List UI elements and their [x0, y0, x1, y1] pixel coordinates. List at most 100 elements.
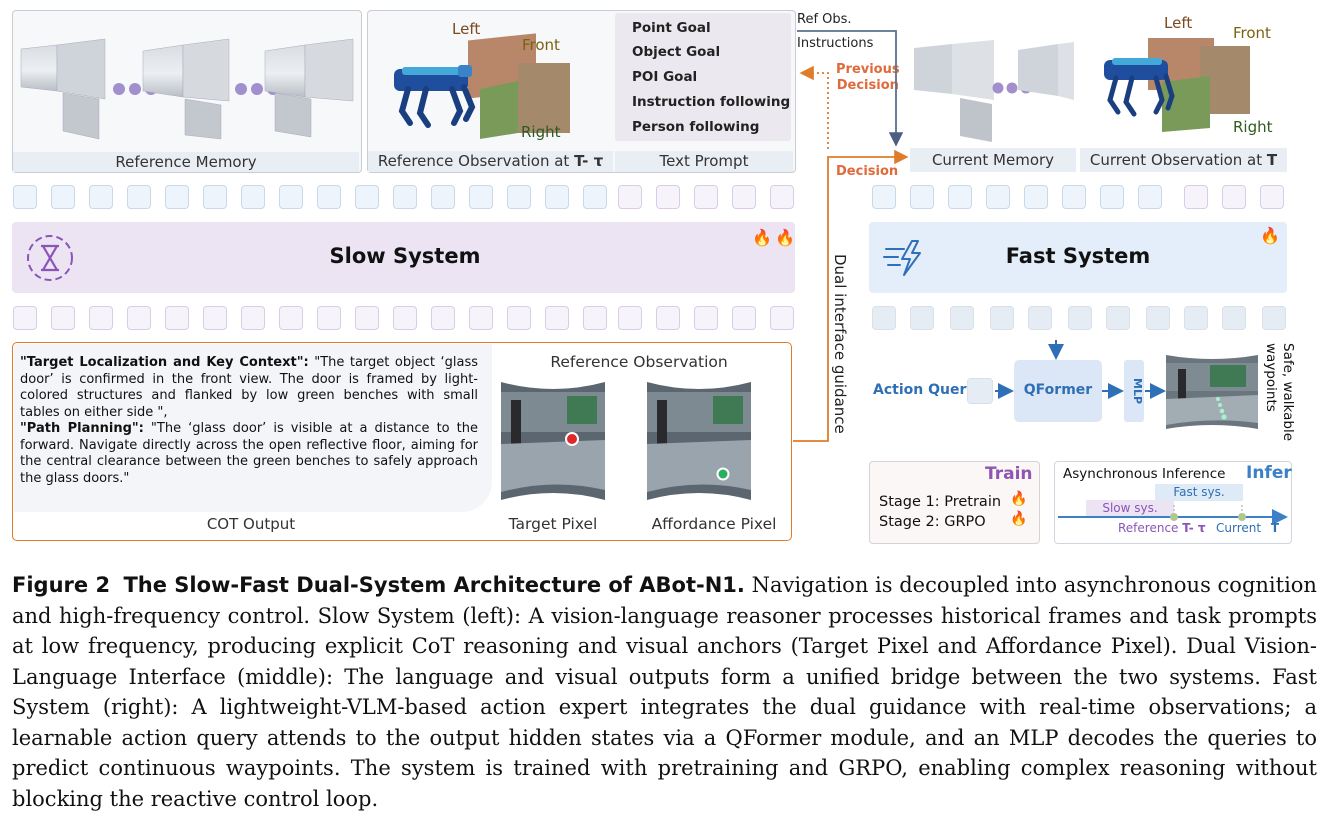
- reference-memory-frames: [20, 38, 354, 140]
- token: [694, 306, 718, 330]
- token: [507, 185, 531, 209]
- reference-memory-panel: Reference Memory: [12, 10, 362, 173]
- token: [431, 185, 455, 209]
- reference-memory-label: Reference Memory: [13, 152, 359, 172]
- cot-text: "Target Localization and Key Context": "…: [20, 355, 478, 487]
- previous-decision-label: Previous Decision: [836, 62, 900, 94]
- prompt-item-instruction-following: Instruction following: [632, 94, 791, 110]
- waypoint-marker: [1221, 414, 1227, 420]
- token: [241, 185, 265, 209]
- token: [469, 306, 493, 330]
- token: [618, 185, 642, 209]
- token: [545, 185, 569, 209]
- infer-current-text: Current: [1216, 521, 1262, 535]
- waypoints-label-line2: waypoints: [1263, 343, 1279, 412]
- token: [355, 185, 379, 209]
- text-prompt-box: [615, 13, 791, 141]
- token: [1106, 306, 1130, 330]
- token: [127, 306, 151, 330]
- flame-icon: 🔥: [775, 230, 795, 247]
- waypoint-marker: [1218, 403, 1222, 407]
- reference-observation-panel: Left Front Right Point Goal Object Goal …: [367, 10, 796, 173]
- token: [317, 185, 341, 209]
- memory-dot: [251, 83, 263, 95]
- token: [1146, 306, 1170, 330]
- token: [1222, 306, 1246, 330]
- fast-sys-label: Fast sys.: [1173, 485, 1225, 499]
- slow-sys-label: Slow sys.: [1102, 501, 1158, 515]
- figure-title: The Slow-Fast Dual-System Architecture o…: [123, 573, 745, 597]
- waypoints-image: [1166, 355, 1258, 429]
- token: [583, 185, 607, 209]
- token: [618, 306, 642, 330]
- token: [1068, 306, 1092, 330]
- right-view-frame-r: [1162, 76, 1210, 132]
- token: [279, 185, 303, 209]
- front-view-label-r: Front: [1233, 24, 1271, 42]
- token: [948, 185, 972, 209]
- token: [1062, 185, 1086, 209]
- token: [89, 306, 113, 330]
- flame-icon: 🔥: [1010, 510, 1028, 526]
- token: [1184, 185, 1208, 209]
- qformer-block: [1014, 360, 1102, 422]
- infer-reference-text: Reference: [1118, 521, 1179, 535]
- token: [165, 306, 189, 330]
- token: [1184, 306, 1208, 330]
- decision-label: Decision: [836, 164, 899, 179]
- prompt-item-point-goal: Point Goal: [632, 20, 711, 36]
- cot-heading-1: "Target Localization and Key Context":: [20, 355, 309, 370]
- token: [656, 185, 680, 209]
- left-view-label: Left: [452, 20, 481, 38]
- waypoints-label-line1: Safe, walkable: [1280, 343, 1296, 442]
- memory-dot: [235, 83, 247, 95]
- train-stage-2: Stage 2: GRPO: [879, 514, 986, 530]
- robot-dog-icon-r: [1104, 58, 1175, 117]
- fast-sys-bar: [1155, 484, 1243, 501]
- fast-system-title: Fast System: [1005, 244, 1151, 268]
- ref-obs-label: Ref Obs.: [797, 12, 852, 27]
- memory-frame-1: [20, 38, 106, 140]
- token: [393, 185, 417, 209]
- token: [950, 306, 974, 330]
- train-box: [869, 461, 1040, 544]
- cot-heading-2: "Path Planning":: [20, 421, 144, 436]
- left-view-label-r: Left: [1164, 14, 1193, 32]
- cot-output-label: COT Output: [206, 515, 296, 533]
- target-pixel-label: Target Pixel: [508, 515, 598, 533]
- lightning-icon: [883, 240, 921, 276]
- previous-decision-line2: Decision: [836, 78, 899, 93]
- token: [910, 185, 934, 209]
- token: [1028, 306, 1052, 330]
- token: [770, 306, 794, 330]
- mlp-label: MLP: [1131, 378, 1144, 405]
- reference-time-marker: [1170, 513, 1178, 521]
- token: [770, 185, 794, 209]
- front-view-frame: [518, 63, 570, 133]
- waypoint-marker: [1216, 397, 1220, 401]
- previous-decision-line1: Previous: [836, 62, 900, 77]
- token: [656, 306, 680, 330]
- token: [1262, 306, 1286, 330]
- reference-observation-text: Reference Observation at: [377, 152, 570, 170]
- prompt-item-person-following: Person following: [632, 119, 760, 135]
- token: [51, 306, 75, 330]
- current-observation-time: T: [1266, 151, 1278, 169]
- front-view-label: Front: [522, 36, 560, 54]
- token: [13, 306, 37, 330]
- memory-frame-3: [264, 38, 354, 138]
- cot-text-bubble: [14, 344, 492, 512]
- token: [1024, 185, 1048, 209]
- memory-frame-2: [142, 38, 230, 140]
- token: [1138, 185, 1162, 209]
- slow-sys-bar: [1086, 500, 1174, 517]
- token: [279, 306, 303, 330]
- token: [203, 306, 227, 330]
- infer-current-label: Current T: [1216, 521, 1279, 535]
- token: [393, 306, 417, 330]
- memory-dot: [129, 83, 141, 95]
- right-view-frame: [480, 81, 518, 139]
- token: [1222, 185, 1246, 209]
- token: [355, 306, 379, 330]
- prompt-item-poi-goal: POI Goal: [632, 69, 698, 85]
